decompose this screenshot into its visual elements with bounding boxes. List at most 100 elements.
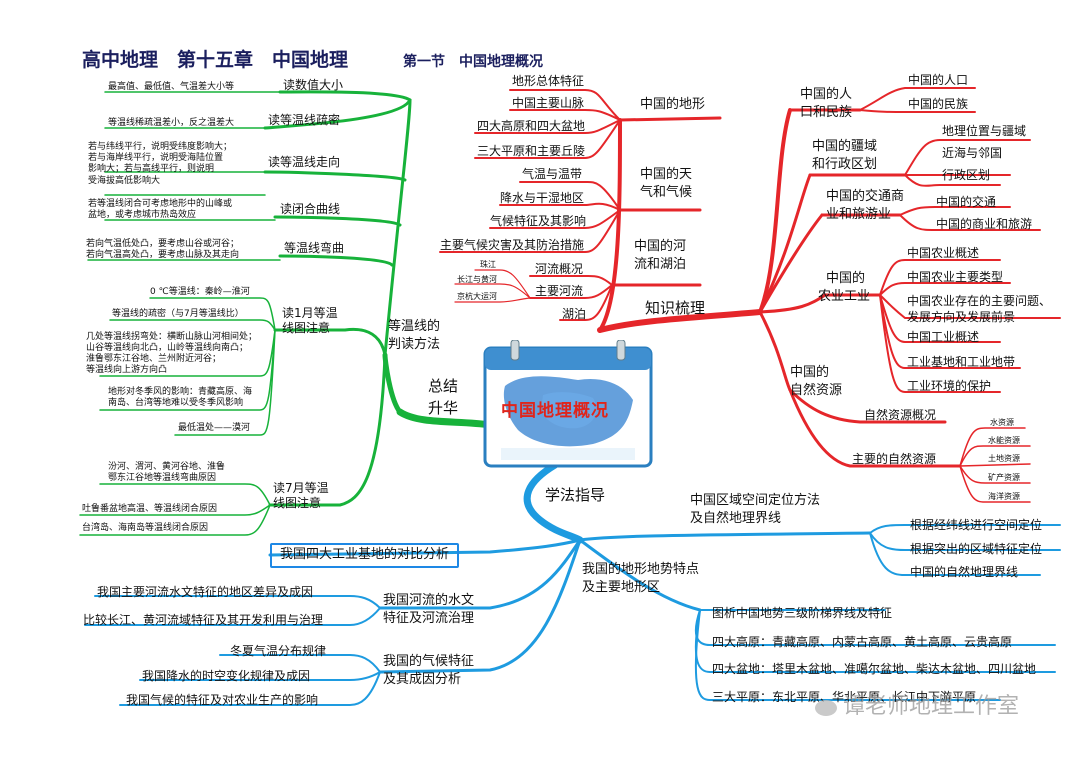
- page-title: 高中地理 第十五章 中国地理: [82, 49, 349, 71]
- territory-item-3: 行政区划: [942, 168, 991, 182]
- rivers-subitem-1: 珠江: [480, 260, 496, 269]
- resources-item-1: 自然资源概况: [864, 408, 937, 422]
- resources-subitem-4: 矿产资源: [988, 473, 1020, 482]
- terrain-method-label-1: 我国的地形地势特点: [582, 562, 700, 577]
- industry-method-box: 我国四大工业基地的对比分析: [270, 543, 460, 568]
- agriculture-topic-label-1: 中国的: [826, 271, 866, 286]
- terrain-item-3: 四大高原和四大盆地: [477, 119, 586, 133]
- topic-note-2: 等温线稀疏温差小，反之温差大: [108, 118, 235, 128]
- population-item-1: 中国的人口: [908, 73, 969, 87]
- resources-subitem-5: 海洋资源: [988, 492, 1020, 501]
- agriculture-item-2: 中国农业主要类型: [907, 270, 1004, 284]
- climate-method-item-1: 冬夏气温分布规律: [230, 644, 327, 658]
- wechat-icon: [815, 700, 837, 716]
- jan-note-3: 几处等温线拐弯处：横断山脉山河相间处；: [86, 332, 258, 342]
- section-subtitle: 第一节 中国地理概况: [403, 54, 543, 70]
- topic-note-1: 最高值、最低值、气温差大小等: [108, 82, 235, 92]
- climate-method-label-1: 我国的气候特征: [383, 654, 475, 669]
- jul-note-1: 汾河、渭河、黄河谷地、淮鲁: [108, 462, 226, 472]
- transport-topic-label-1: 中国的交通商: [826, 189, 905, 204]
- resources-subitem-3: 土地资源: [988, 454, 1020, 463]
- jan-note-9: 最低温处——漠河: [178, 423, 251, 433]
- isoline-label-1: 等温线的: [388, 319, 441, 334]
- agriculture-item-1: 中国农业概述: [907, 246, 980, 260]
- isoline-label-2: 判读方法: [388, 337, 441, 352]
- climate-item-1: 气温与温带: [522, 167, 583, 181]
- topic-note-9: 若向气温低处凸，要考虑山谷或河谷；: [86, 239, 240, 249]
- center-title: 中国地理概况: [501, 401, 609, 421]
- terrain-item-1: 地形总体特征: [512, 74, 585, 88]
- topic-note-10: 若向气温高处凸，要考虑山脉及其走向: [86, 250, 240, 260]
- rivers-item-1: 河流概况: [535, 262, 584, 276]
- territory-topic-label-1: 中国的疆域: [812, 139, 878, 154]
- agriculture-item-7: 工业环境的保护: [907, 379, 992, 393]
- calendar-icon: [483, 340, 653, 468]
- terrain-method-label-2: 及主要地形区: [582, 580, 661, 595]
- river-method-item-1: 我国主要河流水文特征的地区差异及成因: [97, 585, 314, 599]
- agriculture-item-4: 发展方向及发展前景: [907, 310, 1016, 324]
- isoline-topic-1: 读数值大小: [283, 78, 344, 92]
- center-node: 中国地理概况: [483, 340, 653, 468]
- population-topic-label-2: 口和民族: [800, 105, 853, 120]
- jan-note-6: 等温线向上游方向凸: [86, 365, 168, 375]
- population-item-2: 中国的民族: [908, 97, 969, 111]
- topic-note-6: 受海拔高低影响大: [88, 176, 161, 186]
- jan-label-1: 读1月等温: [282, 306, 338, 320]
- agriculture-item-5: 中国工业概述: [907, 330, 980, 344]
- jul-label-2: 线图注意: [273, 496, 322, 510]
- topic-note-8: 盆地，或考虑城市热岛效应: [88, 210, 197, 220]
- jan-note-5: 淮鲁鄂东江谷地、兰州附近河谷；: [86, 354, 222, 364]
- watermark-text: 谭老师地理工作室: [843, 694, 1020, 719]
- climate-topic-label-1: 中国的天: [640, 167, 693, 182]
- climate-item-2: 降水与干湿地区: [500, 191, 585, 205]
- rivers-topic-label-1: 中国的河: [634, 239, 687, 254]
- river-method-label-2: 特征及河流治理: [383, 611, 475, 626]
- transport-topic-label-2: 业和旅游业: [826, 207, 892, 222]
- transport-item-1: 中国的交通: [936, 195, 997, 209]
- territory-topic-label-2: 和行政区划: [812, 157, 878, 172]
- rivers-topic-label-2: 流和湖泊: [634, 257, 687, 272]
- agriculture-item-6: 工业基地和工业地带: [907, 355, 1016, 369]
- resources-item-2: 主要的自然资源: [852, 452, 937, 466]
- rivers-item-3: 湖泊: [562, 307, 587, 321]
- jan-note-4: 山谷等温线向北凸，山岭等温线向南凸；: [86, 343, 249, 353]
- topic-note-4: 若与海岸线平行，说明受海陆位置: [88, 153, 224, 163]
- topic-note-7: 若等温线闭合可考虑地形中的山峰或: [88, 199, 233, 209]
- jan-note-8: 南岛、台湾等地难以受冬季风影响: [108, 398, 244, 408]
- isoline-topic-2: 读等温线疏密: [268, 113, 341, 127]
- spatial-item-2: 根据突出的区域特征定位: [910, 542, 1043, 556]
- topic-note-3: 若与纬线平行，说明受纬度影响大；: [88, 142, 233, 152]
- terrain-item-2: 中国主要山脉: [512, 96, 585, 110]
- jan-note-1: 0 ℃等温线：秦岭—淮河: [150, 287, 250, 297]
- resources-subitem-1: 水资源: [990, 418, 1014, 427]
- climate-topic-label-2: 气和气候: [640, 185, 693, 200]
- terrain-method-item-4: 三大平原：东北平原、华北平原、长江中下游平原: [712, 690, 977, 704]
- spatial-item-1: 根据经纬线进行空间定位: [910, 518, 1043, 532]
- rivers-subitem-3: 京杭大运河: [457, 292, 497, 301]
- territory-item-1: 地理位置与疆域: [942, 124, 1027, 138]
- jan-label-2: 线图注意: [282, 321, 331, 335]
- climate-item-4: 主要气候灾害及其防治措施: [440, 238, 585, 252]
- topic-note-5: 影响大；若与高线平行，则说明: [88, 164, 215, 174]
- resources-topic-label-1: 中国的: [790, 365, 830, 380]
- spatial-item-3: 中国的自然地理界线: [910, 565, 1019, 579]
- climate-method-item-2: 我国降水的时空变化规律及成因: [142, 669, 311, 683]
- isoline-topic-5: 等温线弯曲: [284, 241, 345, 255]
- isoline-topic-3: 读等温线走向: [268, 155, 341, 169]
- population-topic-label-1: 中国的人: [800, 87, 853, 102]
- rivers-subitem-2: 长江与黄河: [457, 275, 497, 284]
- jan-note-2: 等温线的疏密（与7月等温线比）: [112, 309, 244, 319]
- terrain-topic-label: 中国的地形: [640, 97, 706, 112]
- agriculture-item-3: 中国农业存在的主要问题、: [907, 294, 1052, 308]
- methods-branch-label: 学法指导: [545, 486, 606, 504]
- jul-note-3: 吐鲁番盆地高温、等温线闭合原因: [82, 504, 218, 514]
- climate-method-item-3: 我国气候的特征及对农业生产的影响: [126, 693, 319, 707]
- jul-note-2: 鄂东江谷地等温线弯曲原因: [108, 473, 217, 483]
- jan-note-7: 地形对冬季风的影响：青藏高原、海: [108, 387, 253, 397]
- terrain-method-item-3: 四大盆地：塔里木盆地、准噶尔盆地、柴达木盆地、四川盆地: [712, 662, 1037, 676]
- review-branch-label: 知识梳理: [645, 299, 706, 317]
- jul-label-1: 读7月等温: [273, 481, 329, 495]
- territory-item-2: 近海与邻国: [942, 146, 1003, 160]
- agriculture-topic-label-2: 农业工业: [818, 289, 871, 304]
